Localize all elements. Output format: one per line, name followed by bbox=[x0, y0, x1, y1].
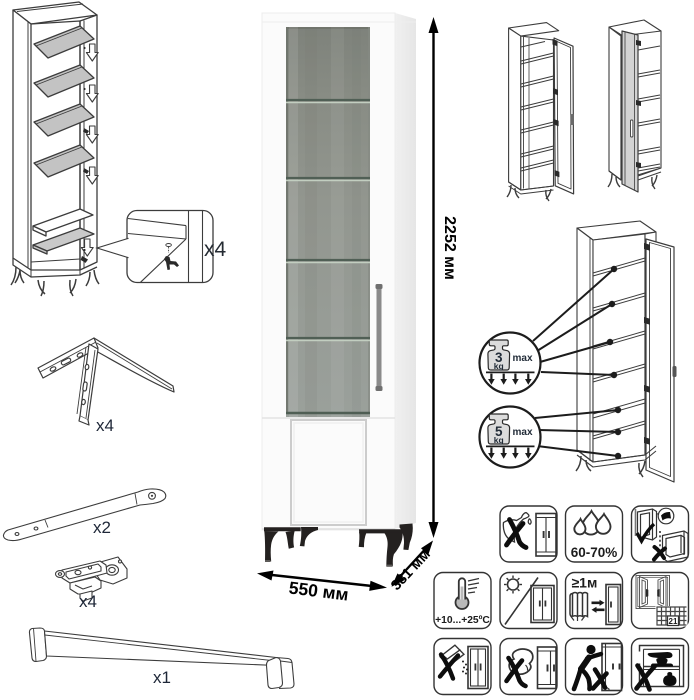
svg-text:kg: kg bbox=[494, 435, 504, 445]
svg-text:x4: x4 bbox=[79, 592, 97, 611]
svg-text:381 мм: 381 мм bbox=[388, 547, 434, 594]
svg-text:2252 мм: 2252 мм bbox=[441, 216, 458, 280]
svg-text:x1: x1 bbox=[153, 668, 171, 687]
svg-text:x4: x4 bbox=[96, 416, 114, 435]
svg-text:+10...+25ºC: +10...+25ºC bbox=[435, 615, 490, 626]
svg-text:3: 3 bbox=[495, 350, 503, 365]
svg-text:max: max bbox=[513, 353, 533, 364]
svg-text:21: 21 bbox=[669, 617, 678, 626]
svg-text:max: max bbox=[513, 427, 533, 438]
svg-text:≥1м: ≥1м bbox=[572, 575, 598, 591]
svg-text:x4: x4 bbox=[204, 238, 227, 261]
svg-text:x2: x2 bbox=[93, 518, 111, 537]
svg-text:5: 5 bbox=[495, 424, 503, 439]
svg-text:kg: kg bbox=[494, 361, 504, 371]
svg-text:60-70%: 60-70% bbox=[571, 545, 618, 560]
